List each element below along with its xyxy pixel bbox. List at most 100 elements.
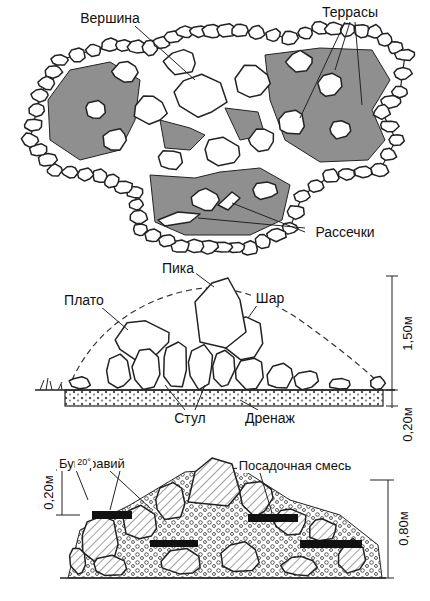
ground-line: [60, 577, 386, 578]
part-label: Стул: [172, 410, 208, 426]
stone: [205, 137, 240, 166]
rassechka: [158, 212, 200, 226]
stone: [213, 350, 235, 386]
stone: [45, 66, 62, 79]
stone: [279, 110, 304, 134]
stone: [339, 169, 355, 181]
part-label: Дренаж: [243, 410, 297, 426]
stone: [29, 103, 44, 116]
stone: [51, 55, 68, 65]
stone: [282, 31, 298, 44]
stone: [249, 129, 274, 152]
stone: [371, 163, 389, 176]
stone: [130, 210, 147, 223]
stone: [112, 62, 138, 83]
stone: [294, 371, 318, 390]
stone: [156, 483, 185, 520]
terrace: [265, 48, 390, 162]
stone: [287, 206, 304, 220]
stone: [123, 505, 157, 538]
stone: [69, 48, 85, 62]
elevation-stones: [69, 278, 385, 390]
stone: [330, 379, 350, 389]
stone: [318, 73, 342, 96]
leader-lines: [100, 22, 362, 513]
stone: [25, 119, 42, 131]
plan-stones: [21, 22, 414, 255]
stone: [221, 542, 259, 572]
peak-stone: [195, 278, 246, 348]
part-label: Вершина: [78, 10, 141, 26]
stone: [330, 121, 351, 139]
part-label: Плато: [62, 292, 106, 308]
stone: [78, 168, 94, 181]
stone: [232, 24, 248, 36]
stone: [354, 166, 371, 178]
stone: [323, 169, 339, 182]
dimension-label: 0,20м: [400, 405, 415, 443]
stone: [107, 354, 131, 388]
stone: [255, 235, 270, 249]
stone: [281, 556, 318, 575]
part-label: Посадочная смесь: [237, 458, 354, 473]
stone: [308, 180, 324, 192]
stone: [389, 135, 404, 146]
stone: [86, 44, 101, 56]
stone: [236, 358, 264, 389]
part-label: 20°: [75, 457, 93, 468]
stone: [134, 96, 167, 124]
stone: [86, 101, 105, 119]
dimension-label: 0,20м: [41, 473, 56, 511]
stone: [31, 89, 48, 102]
stone: [253, 182, 278, 199]
stone: [371, 376, 386, 389]
stone: [161, 549, 200, 574]
stone: [69, 377, 90, 389]
stone: [395, 50, 415, 61]
terrace: [48, 62, 140, 160]
stone: [298, 27, 312, 39]
stone: [158, 151, 182, 170]
stone: [174, 74, 227, 117]
drainage-layer: [65, 390, 383, 406]
section-stones: [70, 458, 366, 576]
stone: [61, 166, 78, 178]
part-label: Шар: [254, 290, 286, 306]
stone: [129, 199, 143, 210]
part-label: Террасы: [320, 4, 380, 20]
stone: [235, 65, 270, 97]
stone: [70, 548, 86, 574]
dimension-label: 1,50м: [400, 314, 415, 352]
stone: [188, 345, 212, 390]
part-label: Рассечки: [313, 224, 376, 240]
stone: [93, 169, 107, 182]
stone: [94, 555, 127, 575]
stone: [103, 129, 126, 150]
peak-stone: [188, 458, 240, 506]
stone: [266, 29, 280, 42]
planting-mix: [150, 540, 198, 547]
stone: [381, 121, 400, 132]
stone: [132, 349, 160, 390]
stone: [394, 68, 412, 80]
plan-outline: [30, 28, 405, 248]
stone: [381, 148, 397, 160]
stone: [164, 342, 187, 387]
dimension-label: 0,80м: [396, 509, 411, 547]
stone: [248, 25, 264, 39]
dimension-lines: [56, 276, 398, 578]
stone: [267, 363, 293, 388]
part-label: Пика: [160, 260, 196, 276]
stone: [21, 133, 38, 147]
rassechka: [218, 192, 240, 210]
stone: [134, 224, 148, 236]
planting-mix: [248, 514, 298, 522]
grass: [40, 378, 62, 390]
planting-mix: [92, 511, 132, 519]
plan-view: [30, 28, 405, 248]
terrace: [160, 120, 205, 150]
stone: [286, 50, 313, 72]
stone: [163, 50, 195, 75]
stone: [373, 105, 390, 120]
